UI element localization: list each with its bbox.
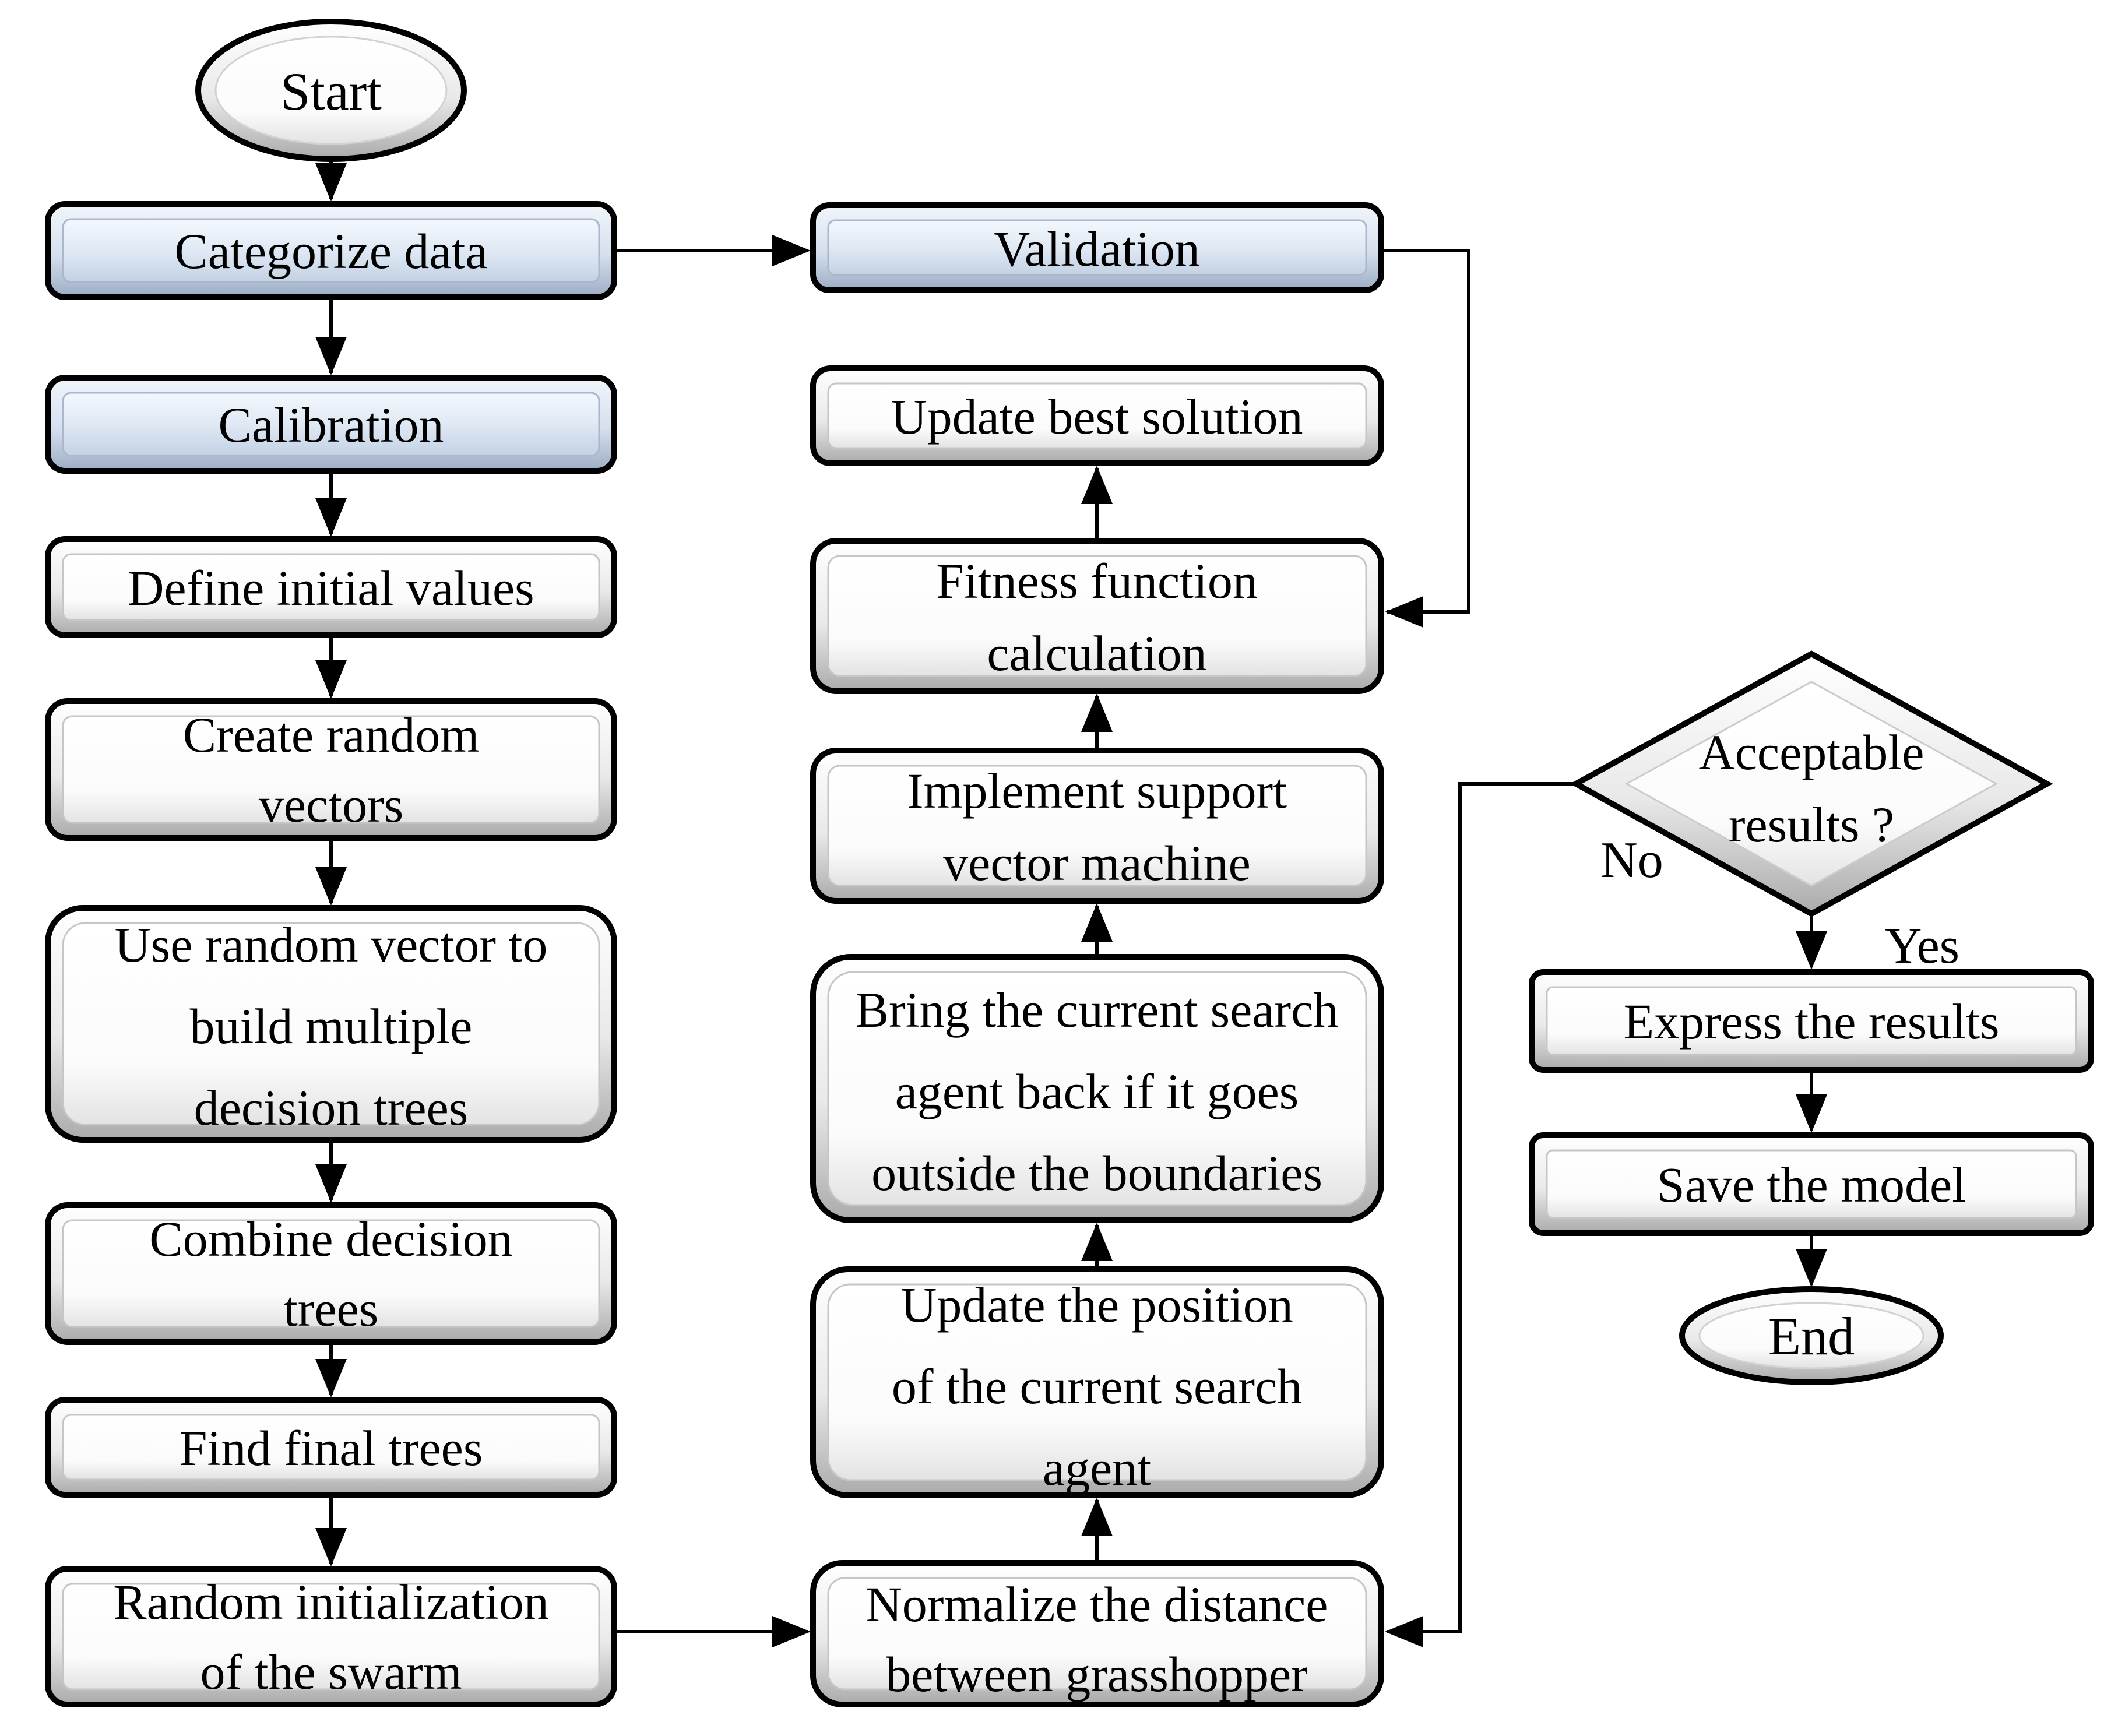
process-box-inner	[1546, 986, 2077, 1056]
edge-label-yes: Yes	[1885, 918, 1959, 974]
process-box-inner	[62, 715, 600, 824]
node-label: Find final trees	[180, 1420, 483, 1476]
node-use-random-vector: Use random vector to build multiple deci…	[45, 905, 617, 1143]
process-box-inner	[62, 1219, 600, 1328]
node-fitness-function-calculation: Fitness function calculation	[810, 538, 1384, 694]
node-categorize-data: Categorize data	[45, 201, 617, 300]
node-update-best-solution: Update best solution	[810, 365, 1384, 466]
node-define-initial-values: Define initial values	[45, 536, 617, 638]
node-label: Bring the current search	[856, 982, 1339, 1038]
node-create-random-vectors: Create random vectors	[45, 698, 617, 841]
node-update-position: Update the position of the current searc…	[810, 1266, 1384, 1498]
node-end: End	[1679, 1286, 1944, 1385]
node-bring-agent-back: Bring the current search agent back if i…	[810, 954, 1384, 1223]
node-normalize-distance: Normalize the distance between grasshopp…	[810, 1560, 1384, 1707]
process-box-inner	[62, 1583, 600, 1691]
process-box-inner	[62, 553, 600, 621]
node-validation: Validation	[810, 202, 1384, 293]
process-box-inner	[827, 765, 1367, 887]
node-label: Random initialization	[113, 1574, 549, 1630]
node-label: Implement support	[907, 763, 1287, 819]
node-random-initialization: Random initialization of the swarm	[45, 1566, 617, 1707]
edge-label-no: No	[1600, 832, 1663, 889]
process-box-inner	[827, 219, 1367, 276]
node-save-model: Save the model	[1529, 1132, 2094, 1236]
node-label: Combine decision	[149, 1211, 512, 1267]
node-label: trees	[284, 1281, 378, 1337]
process-box-inner	[827, 971, 1367, 1206]
node-label: Express the results	[1624, 994, 2000, 1050]
node-express-results: Express the results	[1529, 969, 2094, 1073]
node-combine-decision-trees: Combine decision trees	[45, 1202, 617, 1345]
node-label: of the current search	[892, 1358, 1302, 1414]
decision-diamond-inner	[1624, 681, 1999, 887]
node-label: calculation	[987, 625, 1206, 681]
process-box-inner	[827, 555, 1367, 677]
process-box-inner	[827, 1283, 1367, 1481]
node-label: Acceptable	[1699, 724, 1924, 780]
node-label: Create random	[183, 707, 480, 763]
node-label: outside the boundaries	[871, 1145, 1322, 1201]
node-start: Start	[195, 19, 467, 162]
node-label: Define initial values	[128, 560, 534, 616]
process-box-inner	[62, 392, 600, 457]
node-implement-svm: Implement support vector machine	[810, 748, 1384, 904]
node-label: Use random vector to	[115, 917, 548, 973]
edges: No Yes	[315, 160, 1959, 1647]
node-label: Save the model	[1657, 1157, 1966, 1213]
node-label: Start	[280, 62, 382, 121]
node-label: Categorize data	[174, 223, 487, 279]
node-label: between grasshopper	[886, 1646, 1308, 1702]
node-label: build multiple	[190, 998, 473, 1054]
start-ellipse-inner	[214, 36, 448, 145]
process-box-inner	[62, 1414, 600, 1481]
end-ellipse-inner	[1698, 1302, 1924, 1369]
process-box-inner	[827, 382, 1367, 449]
node-label: Calibration	[219, 397, 444, 453]
node-label: agent	[1043, 1440, 1151, 1496]
edge-validation-fitness	[1382, 249, 1470, 628]
node-label: Update best solution	[891, 389, 1303, 445]
node-label: agent back if it goes	[895, 1064, 1299, 1119]
process-box-inner	[827, 1577, 1367, 1691]
node-label: Update the position	[900, 1277, 1293, 1333]
process-box-inner	[62, 922, 600, 1126]
edge-decision-no-normalize	[1385, 782, 1574, 1647]
node-find-final-trees: Find final trees	[45, 1397, 617, 1498]
node-label: End	[1768, 1307, 1855, 1366]
node-label: of the swarm	[200, 1644, 462, 1700]
process-box-inner	[1546, 1149, 2077, 1219]
node-label: vector machine	[943, 835, 1251, 891]
node-label: Validation	[994, 221, 1200, 277]
node-label: results ?	[1729, 797, 1894, 853]
node-label: vectors	[259, 777, 403, 833]
node-label: Normalize the distance	[866, 1576, 1328, 1632]
node-acceptable-results: Acceptable results ?	[1570, 650, 2053, 917]
node-label: decision trees	[194, 1080, 468, 1136]
node-label: Fitness function	[936, 553, 1258, 609]
process-box-inner	[62, 218, 600, 283]
node-calibration: Calibration	[45, 375, 617, 474]
